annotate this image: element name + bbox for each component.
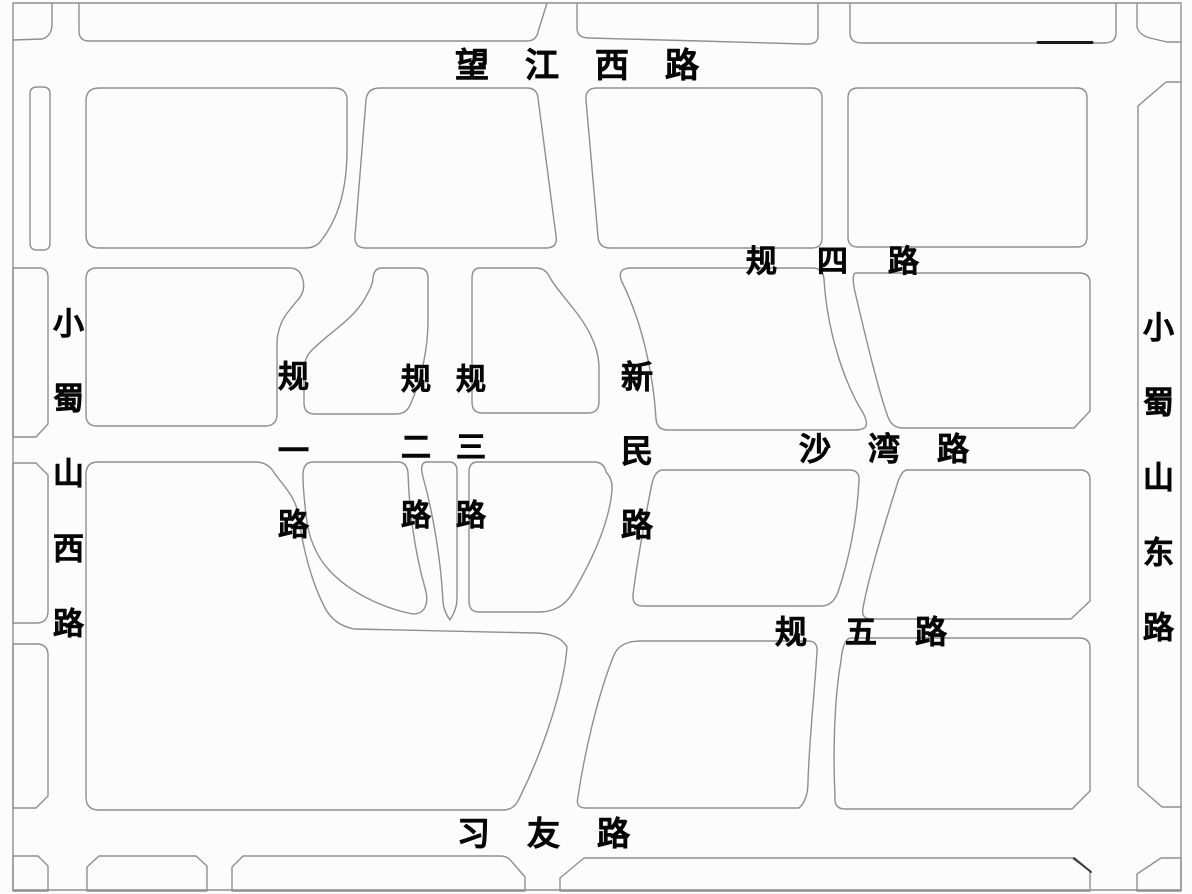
city-block bbox=[86, 855, 208, 892]
road-label-gui-yi-lu: 规一路 bbox=[273, 360, 309, 583]
city-block bbox=[852, 272, 1091, 429]
map-emphasis-line bbox=[1073, 857, 1092, 873]
road-label-gui-wu-lu: 规五路 bbox=[775, 614, 986, 650]
road-label-xiaoshushan-xi-lu: 小蜀山西路 bbox=[48, 307, 84, 683]
road-label-xi-you-lu: 习友路 bbox=[457, 815, 667, 852]
city-block bbox=[12, 855, 49, 892]
city-block bbox=[833, 637, 1091, 810]
city-block bbox=[1136, 857, 1182, 892]
city-block bbox=[12, 2, 53, 41]
city-block bbox=[29, 86, 51, 251]
city-block bbox=[12, 643, 49, 809]
city-block bbox=[1137, 81, 1182, 808]
city-block bbox=[78, 2, 548, 42]
road-label-xiaoshushan-dong-lu: 小蜀山东路 bbox=[1138, 311, 1174, 687]
city-block bbox=[85, 87, 348, 249]
city-block bbox=[849, 2, 1117, 44]
road-label-xin-min-lu: 新民路 bbox=[617, 360, 654, 583]
city-block bbox=[468, 461, 613, 613]
city-block bbox=[861, 469, 1091, 620]
city-block bbox=[354, 87, 557, 249]
city-block bbox=[1136, 2, 1182, 43]
city-block bbox=[619, 267, 868, 431]
city-block bbox=[12, 267, 49, 438]
road-label-gui-er-lu: 规二路 bbox=[396, 363, 430, 568]
road-label-gui-san-lu: 规三路 bbox=[451, 363, 485, 568]
city-block bbox=[576, 640, 818, 809]
city-block bbox=[559, 857, 1091, 892]
city-block bbox=[420, 461, 458, 621]
city-block bbox=[302, 461, 428, 615]
city-block bbox=[847, 87, 1088, 248]
city-block bbox=[85, 267, 305, 427]
city-block bbox=[231, 855, 526, 892]
road-label-gui-si-lu: 规四路 bbox=[746, 244, 959, 279]
city-block bbox=[85, 461, 568, 811]
road-label-sha-wan-lu: 沙湾路 bbox=[799, 431, 1007, 467]
map-border bbox=[12, 2, 1182, 891]
city-block bbox=[632, 469, 860, 607]
city-block bbox=[303, 267, 429, 415]
road-label-wangjiang-xi-lu: 望江西路 bbox=[455, 47, 735, 85]
city-block bbox=[471, 267, 600, 414]
city-block bbox=[12, 462, 49, 624]
city-block bbox=[576, 2, 819, 45]
city-block bbox=[585, 87, 823, 249]
